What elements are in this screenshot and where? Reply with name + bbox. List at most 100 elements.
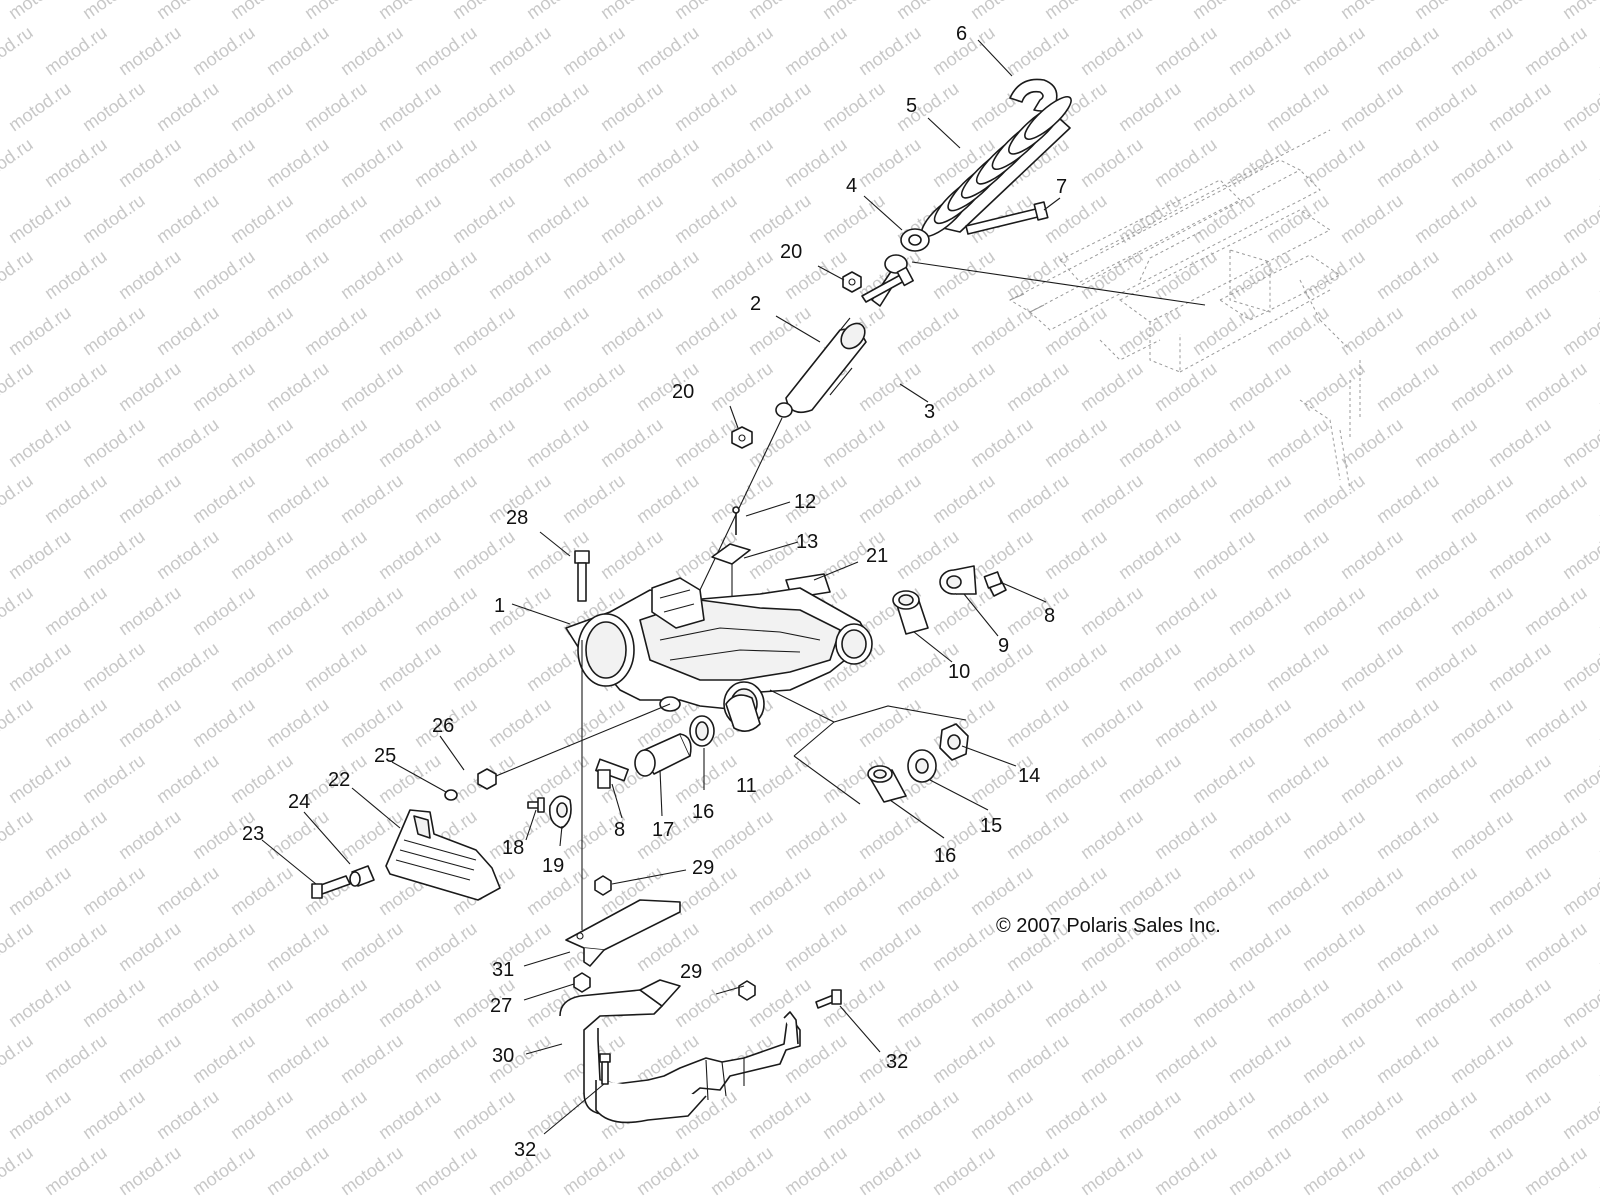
watermark-text: motod.ru bbox=[375, 190, 445, 247]
watermark-text: motod.ru bbox=[855, 918, 925, 975]
vehicle-frame-outline bbox=[1008, 129, 1361, 491]
watermark-text: motod.ru bbox=[115, 22, 185, 79]
watermark-text: motod.ru bbox=[967, 0, 1037, 23]
watermark-text: motod.ru bbox=[1041, 0, 1111, 23]
watermark-text: motod.ru bbox=[1447, 694, 1517, 751]
watermark-text: motod.ru bbox=[707, 806, 777, 863]
watermark-text: motod.ru bbox=[1041, 302, 1111, 359]
watermark-text: motod.ru bbox=[893, 78, 963, 135]
watermark-text: motod.ru bbox=[41, 694, 111, 751]
watermark-text: motod.ru bbox=[1485, 190, 1555, 247]
watermark-text: motod.ru bbox=[1521, 694, 1591, 751]
watermark-text: motod.ru bbox=[1411, 526, 1481, 583]
watermark-text: motod.ru bbox=[301, 974, 371, 1031]
watermark-text: motod.ru bbox=[1225, 358, 1295, 415]
watermark-text: motod.ru bbox=[263, 134, 333, 191]
watermark-text: motod.ru bbox=[559, 246, 629, 303]
watermark-text: motod.ru bbox=[263, 246, 333, 303]
watermark-text: motod.ru bbox=[745, 862, 815, 919]
watermark-text: motod.ru bbox=[1077, 358, 1147, 415]
callout-14: 14 bbox=[1018, 765, 1040, 787]
watermark-text: motod.ru bbox=[1447, 1142, 1517, 1199]
watermark-text: motod.ru bbox=[1189, 78, 1259, 135]
watermark-text: motod.ru bbox=[0, 246, 36, 303]
watermark-text: motod.ru bbox=[707, 918, 777, 975]
watermark-text: motod.ru bbox=[5, 974, 75, 1031]
watermark-text: motod.ru bbox=[0, 694, 36, 751]
watermark-text: motod.ru bbox=[559, 1142, 629, 1199]
watermark-text: motod.ru bbox=[929, 358, 999, 415]
watermark-text: motod.ru bbox=[1559, 190, 1600, 247]
watermark-text: motod.ru bbox=[781, 806, 851, 863]
watermark-text: motod.ru bbox=[5, 1086, 75, 1143]
watermark-text: motod.ru bbox=[449, 526, 519, 583]
watermark-text: motod.ru bbox=[1263, 190, 1333, 247]
watermark-text: motod.ru bbox=[1337, 750, 1407, 807]
callout-leaders bbox=[261, 39, 1061, 1135]
watermark-text: motod.ru bbox=[745, 78, 815, 135]
watermark-text: motod.ru bbox=[449, 638, 519, 695]
watermark-text: motod.ru bbox=[1189, 1086, 1259, 1143]
watermark-text: motod.ru bbox=[411, 22, 481, 79]
watermark-text: motod.ru bbox=[523, 190, 593, 247]
watermark-text: motod.ru bbox=[1373, 1030, 1443, 1087]
callout-20a: 20 bbox=[780, 241, 802, 263]
watermark-text: motod.ru bbox=[1299, 358, 1369, 415]
watermark-text: motod.ru bbox=[485, 694, 555, 751]
callout-9: 9 bbox=[998, 635, 1009, 657]
watermark-text: motod.ru bbox=[597, 190, 667, 247]
watermark-text: motod.ru bbox=[1225, 582, 1295, 639]
watermark-text: motod.ru bbox=[745, 0, 815, 23]
watermark-text: motod.ru bbox=[633, 470, 703, 527]
watermark-text: motod.ru bbox=[1521, 470, 1591, 527]
watermark-text: motod.ru bbox=[1299, 694, 1369, 751]
callout-15: 15 bbox=[980, 815, 1002, 837]
callout-31: 31 bbox=[492, 959, 514, 981]
watermark-text: motod.ru bbox=[449, 78, 519, 135]
callout-20b: 20 bbox=[672, 381, 694, 403]
watermark-text: motod.ru bbox=[153, 1086, 223, 1143]
washer-25 bbox=[444, 789, 458, 801]
watermark-text: motod.ru bbox=[79, 0, 149, 23]
watermark-text: motod.ru bbox=[781, 694, 851, 751]
watermark-text: motod.ru bbox=[1337, 414, 1407, 471]
watermark-text: motod.ru bbox=[5, 750, 75, 807]
watermark-text: motod.ru bbox=[855, 694, 925, 751]
watermark-text: motod.ru bbox=[411, 1142, 481, 1199]
watermark-text: motod.ru bbox=[337, 582, 407, 639]
watermark-text: motod.ru bbox=[153, 414, 223, 471]
watermark-text: motod.ru bbox=[1077, 1142, 1147, 1199]
watermark-text: motod.ru bbox=[115, 1030, 185, 1087]
watermark-text: motod.ru bbox=[227, 862, 297, 919]
watermark-text: motod.ru bbox=[189, 470, 259, 527]
watermark-text: motod.ru bbox=[1485, 750, 1555, 807]
callout-29a: 29 bbox=[692, 857, 714, 879]
bolt-32-lower bbox=[599, 1053, 611, 1085]
watermark-text: motod.ru bbox=[1559, 414, 1600, 471]
bushing-16-upper bbox=[689, 715, 715, 747]
bushing-left bbox=[725, 694, 761, 732]
watermark-text: motod.ru bbox=[1485, 0, 1555, 23]
watermark-text: motod.ru bbox=[819, 0, 889, 23]
watermark-text: motod.ru bbox=[79, 190, 149, 247]
watermark-text: motod.ru bbox=[967, 862, 1037, 919]
watermark-text: motod.ru bbox=[411, 918, 481, 975]
watermark-text: motod.ru bbox=[1263, 0, 1333, 23]
watermark-text: motod.ru bbox=[79, 750, 149, 807]
watermark-text: motod.ru bbox=[1485, 974, 1555, 1031]
watermark-text: motod.ru bbox=[1263, 78, 1333, 135]
watermark-text: motod.ru bbox=[1373, 246, 1443, 303]
watermark-text: motod.ru bbox=[189, 134, 259, 191]
watermark-text: motod.ru bbox=[411, 358, 481, 415]
watermark-text: motod.ru bbox=[1115, 414, 1185, 471]
watermark-text: motod.ru bbox=[263, 470, 333, 527]
watermark-text: motod.ru bbox=[559, 694, 629, 751]
watermark-text: motod.ru bbox=[559, 358, 629, 415]
watermark-text: motod.ru bbox=[1521, 358, 1591, 415]
bushing-16-lower bbox=[867, 765, 907, 803]
watermark-text: motod.ru bbox=[1485, 1086, 1555, 1143]
watermark-text: motod.ru bbox=[707, 358, 777, 415]
watermark-text: motod.ru bbox=[337, 358, 407, 415]
watermark-text: motod.ru bbox=[1151, 470, 1221, 527]
